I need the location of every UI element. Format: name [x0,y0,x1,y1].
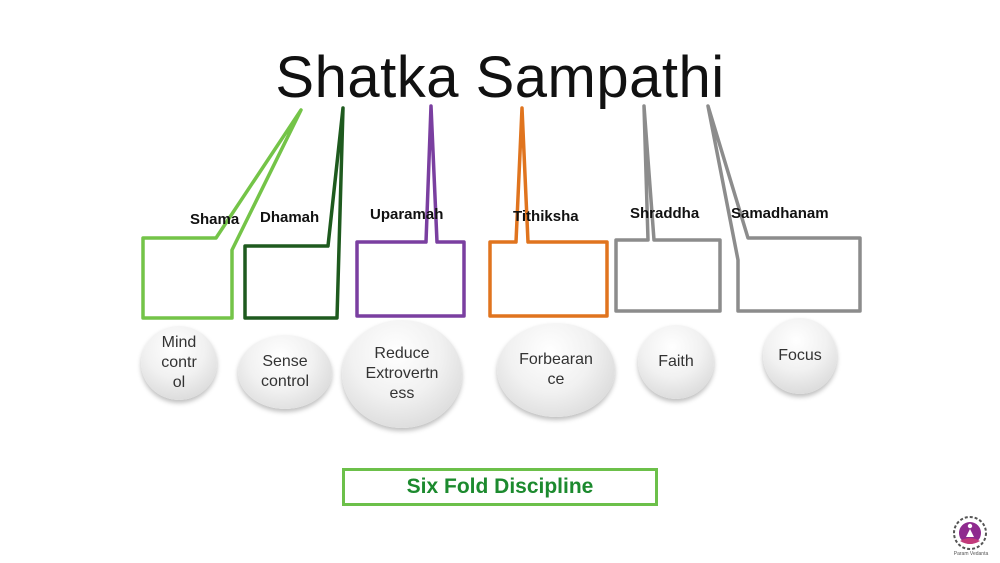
bubble-shraddha: Faith [638,325,714,399]
footer-text: Six Fold Discipline [406,475,594,498]
bubble-samadhanam-text: Focus [778,347,822,364]
label-shama: Shama [190,211,240,228]
callout-shraddha [614,104,722,313]
label-shraddha: Shraddha [630,205,700,222]
bubble-uparamah: Reduce Extrovertn ess [342,320,462,428]
bubble-dhamah: Sense control [238,335,332,409]
bubble-shraddha-text: Faith [658,353,694,370]
callout-shama [141,108,303,320]
footer-box: Six Fold Discipline [342,468,658,506]
callout-uparamah [355,104,466,318]
logo-text: Param Vedanta [953,551,989,557]
bubble-shama: Mind contr ol [141,326,217,400]
label-dhamah: Dhamah [260,209,320,226]
label-uparamah: Uparamah [370,206,444,223]
lotus-logo-icon [953,516,987,550]
label-tithiksha: Tithiksha [513,208,579,225]
bubble-uparamah-text: Reduce Extrovertn ess [365,345,439,402]
bubble-dhamah-text: Sense control [260,353,310,390]
bubble-tithiksha-text: Forbearan ce [519,351,593,388]
callout-samadhanam [706,104,862,313]
page-title: Shatka Sampathi [275,45,725,110]
bubble-shama-text: Mind contr ol [161,334,197,391]
callout-tithiksha [488,106,609,318]
callout-dhamah [243,106,345,320]
bubble-samadhanam: Focus [763,318,837,394]
bubble-tithiksha: Forbearan ce [497,323,615,417]
label-samadhanam: Samadhanam [731,205,829,222]
